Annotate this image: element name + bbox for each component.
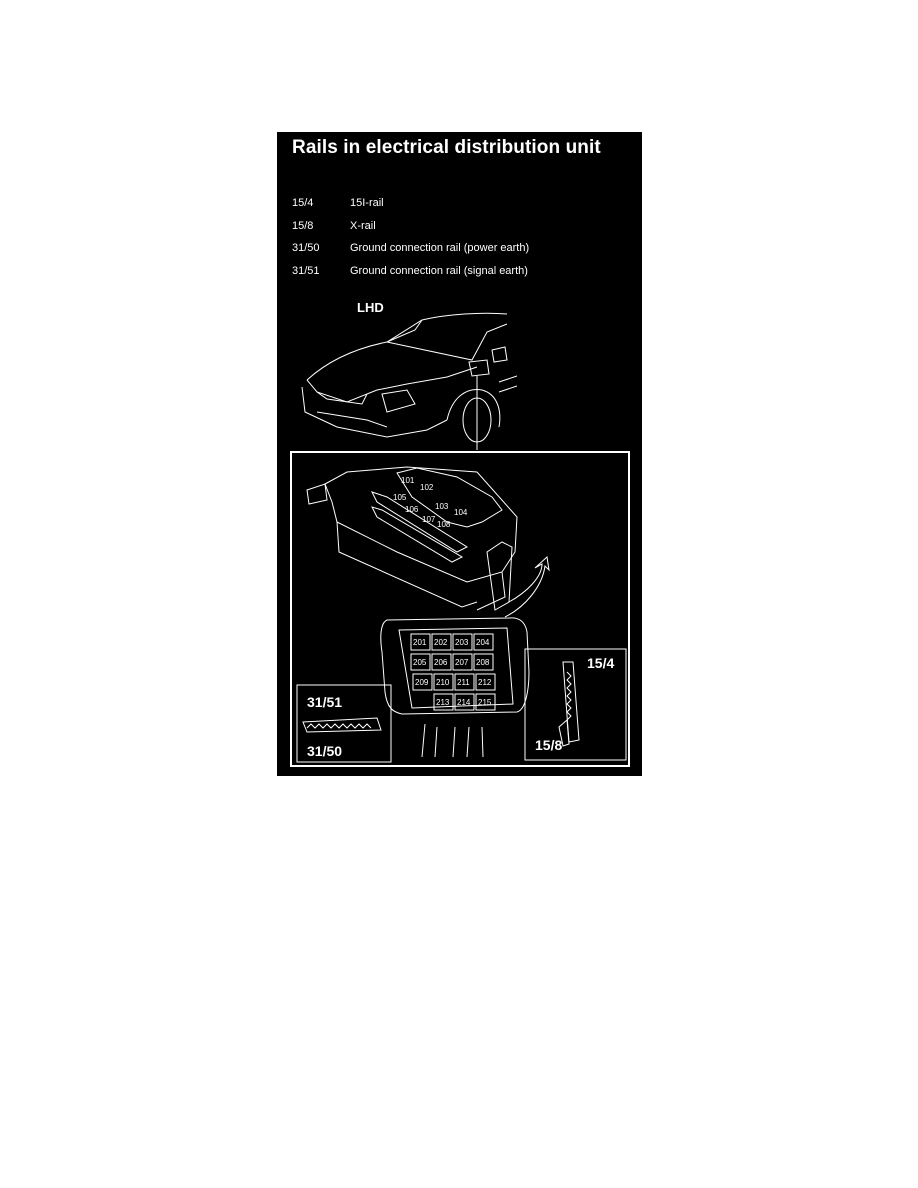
fuse-label: 106 — [405, 505, 419, 514]
fuse-label: 215 — [478, 698, 492, 707]
fuse-label: 203 — [455, 638, 469, 647]
fuse-label: 204 — [476, 638, 490, 647]
fuse-label: 208 — [476, 658, 490, 667]
inset-label-15-8: 15/8 — [535, 737, 562, 753]
distribution-unit-diagram — [296, 466, 627, 763]
lower-fuse-grid — [410, 633, 496, 711]
fuse-label: 105 — [393, 493, 407, 502]
fuse-label: 103 — [435, 502, 449, 511]
inset-label-31-50: 31/50 — [307, 743, 342, 759]
detail-frame — [290, 451, 630, 767]
fuse-label: 102 — [420, 483, 434, 492]
fuse-label: 201 — [413, 638, 427, 647]
upper-fuse-labels: 101 102 103 104 105 106 107 108 201 202 … — [307, 476, 614, 759]
legend-description: 15I-rail — [350, 197, 384, 209]
fuse-label: 214 — [457, 698, 471, 707]
legend-code: 31/51 — [292, 264, 320, 277]
car-illustration — [301, 312, 517, 450]
page-title: Rails in electrical distribution unit — [292, 137, 601, 158]
legend-row: 15/8 X-rail — [292, 220, 529, 243]
fuse-label: 205 — [413, 658, 427, 667]
fuse-label: 101 — [401, 476, 415, 485]
legend-code: 15/8 — [292, 219, 314, 232]
fuse-label: 209 — [415, 678, 429, 687]
inset-label-15-4: 15/4 — [587, 655, 614, 671]
legend-code: 31/50 — [292, 242, 320, 254]
vehicle-label: LHD — [357, 300, 384, 315]
fuse-label: 210 — [436, 678, 450, 687]
fuse-label: 202 — [434, 638, 448, 647]
fuse-label: 207 — [455, 658, 469, 667]
diagram-panel: Rails in electrical distribution unit 15… — [277, 132, 642, 776]
legend-description: Ground connection rail (signal earth) — [350, 264, 528, 277]
legend-description: X-rail — [350, 219, 376, 232]
fuse-label: 104 — [454, 508, 468, 517]
legend-row: 31/51 Ground connection rail (signal ear… — [292, 265, 529, 288]
inset-label-31-51: 31/51 — [307, 694, 342, 710]
fuse-label: 206 — [434, 658, 448, 667]
legend: 15/4 15I-rail 15/8 X-rail 31/50 Ground c… — [292, 197, 529, 287]
fuse-label: 107 — [422, 515, 436, 524]
fuse-label: 213 — [436, 698, 450, 707]
legend-row: 15/4 15I-rail — [292, 197, 529, 220]
fuse-label: 108 — [437, 520, 451, 529]
legend-code: 15/4 — [292, 197, 314, 209]
fuse-label: 211 — [457, 678, 470, 687]
legend-description: Ground connection rail (power earth) — [350, 242, 530, 254]
fuse-label: 212 — [478, 678, 492, 687]
legend-row: 31/50 Ground connection rail (power eart… — [292, 242, 529, 265]
